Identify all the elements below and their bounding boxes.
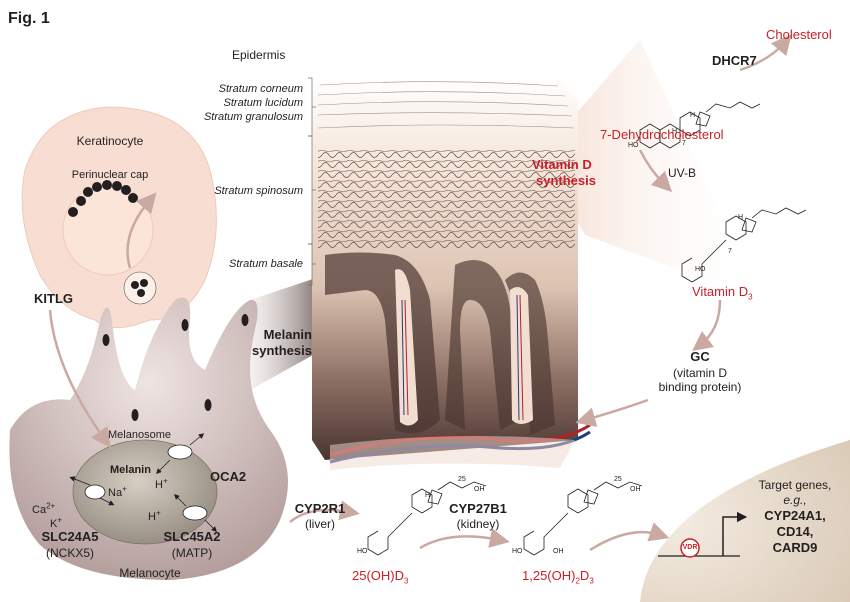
melanocyte-label: Melanocyte [119, 566, 181, 580]
25-oh-d3-label: 25(OH)D3 [352, 568, 409, 586]
layer-brackets [308, 77, 316, 286]
molecule-ho-2: HO [695, 266, 706, 273]
slc24a5-label: SLC24A5 [41, 529, 99, 544]
vdr-label: VDR [682, 544, 698, 551]
melanosome-label: Melanosome [108, 429, 171, 441]
molecule-structures [367, 101, 807, 556]
molecule-ho-4: HO [512, 548, 523, 555]
matp-label: (MATP) [171, 546, 213, 560]
molecule-7-1: 7 [682, 140, 686, 147]
stratum-lucidum-label: Stratum lucidum [223, 97, 303, 109]
figure-label: Fig. 1 [8, 10, 50, 27]
cyp2r1-label: CYP2R1 [294, 501, 346, 516]
molecule-oh-4: OH [553, 548, 564, 555]
stratum-granulosum-label: Stratum granulosum [203, 111, 303, 123]
molecule-7-2: 7 [728, 248, 732, 255]
melanin-synthesis-label-1: Melanin [263, 327, 312, 342]
h-ion-label-2: H+ [148, 508, 161, 523]
perinuclear-cap-label: Perinuclear cap [71, 169, 149, 181]
vitamin-d-synthesis-label-1: Vitamin D [532, 157, 592, 172]
liver-label: (liver) [305, 517, 335, 531]
gc-description-2: binding protein) [658, 380, 742, 394]
molecule-ho-1: HO [628, 142, 639, 149]
dhcr7-label: DHCR7 [712, 53, 757, 68]
keratinocyte-cell [21, 106, 217, 329]
h-ion-label-1: H+ [155, 476, 168, 491]
vdr-receptor [680, 538, 700, 558]
keratinocyte-label: Keratinocyte [76, 134, 144, 148]
ca-ion-label: Ca2+ [32, 501, 56, 516]
dehydrocholesterol-label: 7-Dehydrocholesterol [600, 127, 724, 142]
gc-description-1: (vitamin D [672, 366, 727, 380]
cyp27b1-label: CYP27B1 [449, 501, 507, 516]
melanin-label: Melanin [110, 464, 151, 476]
melanosome [72, 439, 218, 545]
oca2-label: OCA2 [210, 469, 247, 484]
eg-label: e.g., [783, 493, 807, 507]
molecule-oh-1: OH [474, 486, 485, 493]
1-25-oh2-d3-label: 1,25(OH)2D3 [522, 568, 594, 586]
molecule-h-1: H [672, 128, 678, 135]
melanin-synthesis-label-2: synthesis [252, 343, 312, 358]
uvb-label: UV-B [668, 166, 697, 180]
target-genes-label: Target genes, [758, 478, 832, 492]
stratum-spinosum-label: Stratum spinosum [214, 185, 303, 197]
molecule-h-4: H [425, 492, 431, 499]
gene-cyp24a1: CYP24A1, [764, 508, 826, 523]
skin-cross-section [312, 75, 591, 470]
stratum-corneum-label: Stratum corneum [218, 83, 303, 95]
molecule-25-1: 25 [458, 476, 466, 483]
gc-label: GC [690, 349, 710, 364]
stratum-basale-label: Stratum basale [229, 258, 303, 270]
k-ion-label: K+ [50, 515, 63, 530]
molecule-25-2: 25 [614, 476, 622, 483]
nckx5-label: (NCKX5) [45, 546, 94, 560]
vitamin-d3-label: Vitamin D3 [692, 284, 753, 302]
molecule-ho-3: HO [357, 548, 368, 555]
slc45a2-label: SLC45A2 [163, 529, 221, 544]
molecule-h-2: H [690, 112, 696, 119]
vitamin-d-synthesis-label-2: synthesis [536, 173, 596, 188]
molecule-h-3: H [738, 214, 744, 221]
epidermis-label: Epidermis [232, 48, 286, 62]
na-ion-label: Na+ [108, 484, 127, 499]
target-cell-nucleus [640, 440, 850, 602]
molecule-oh-2: OH [630, 486, 641, 493]
kidney-label: (kidney) [456, 517, 500, 531]
gene-cd14: CD14, [776, 524, 814, 539]
kitlg-label: KITLG [34, 291, 73, 306]
melanocyte-cell [9, 297, 288, 580]
vitamin-d-beam [540, 40, 760, 300]
cholesterol-label: Cholesterol [766, 27, 832, 42]
pathway-arrows [48, 34, 792, 552]
gene-card9: CARD9 [772, 540, 818, 555]
